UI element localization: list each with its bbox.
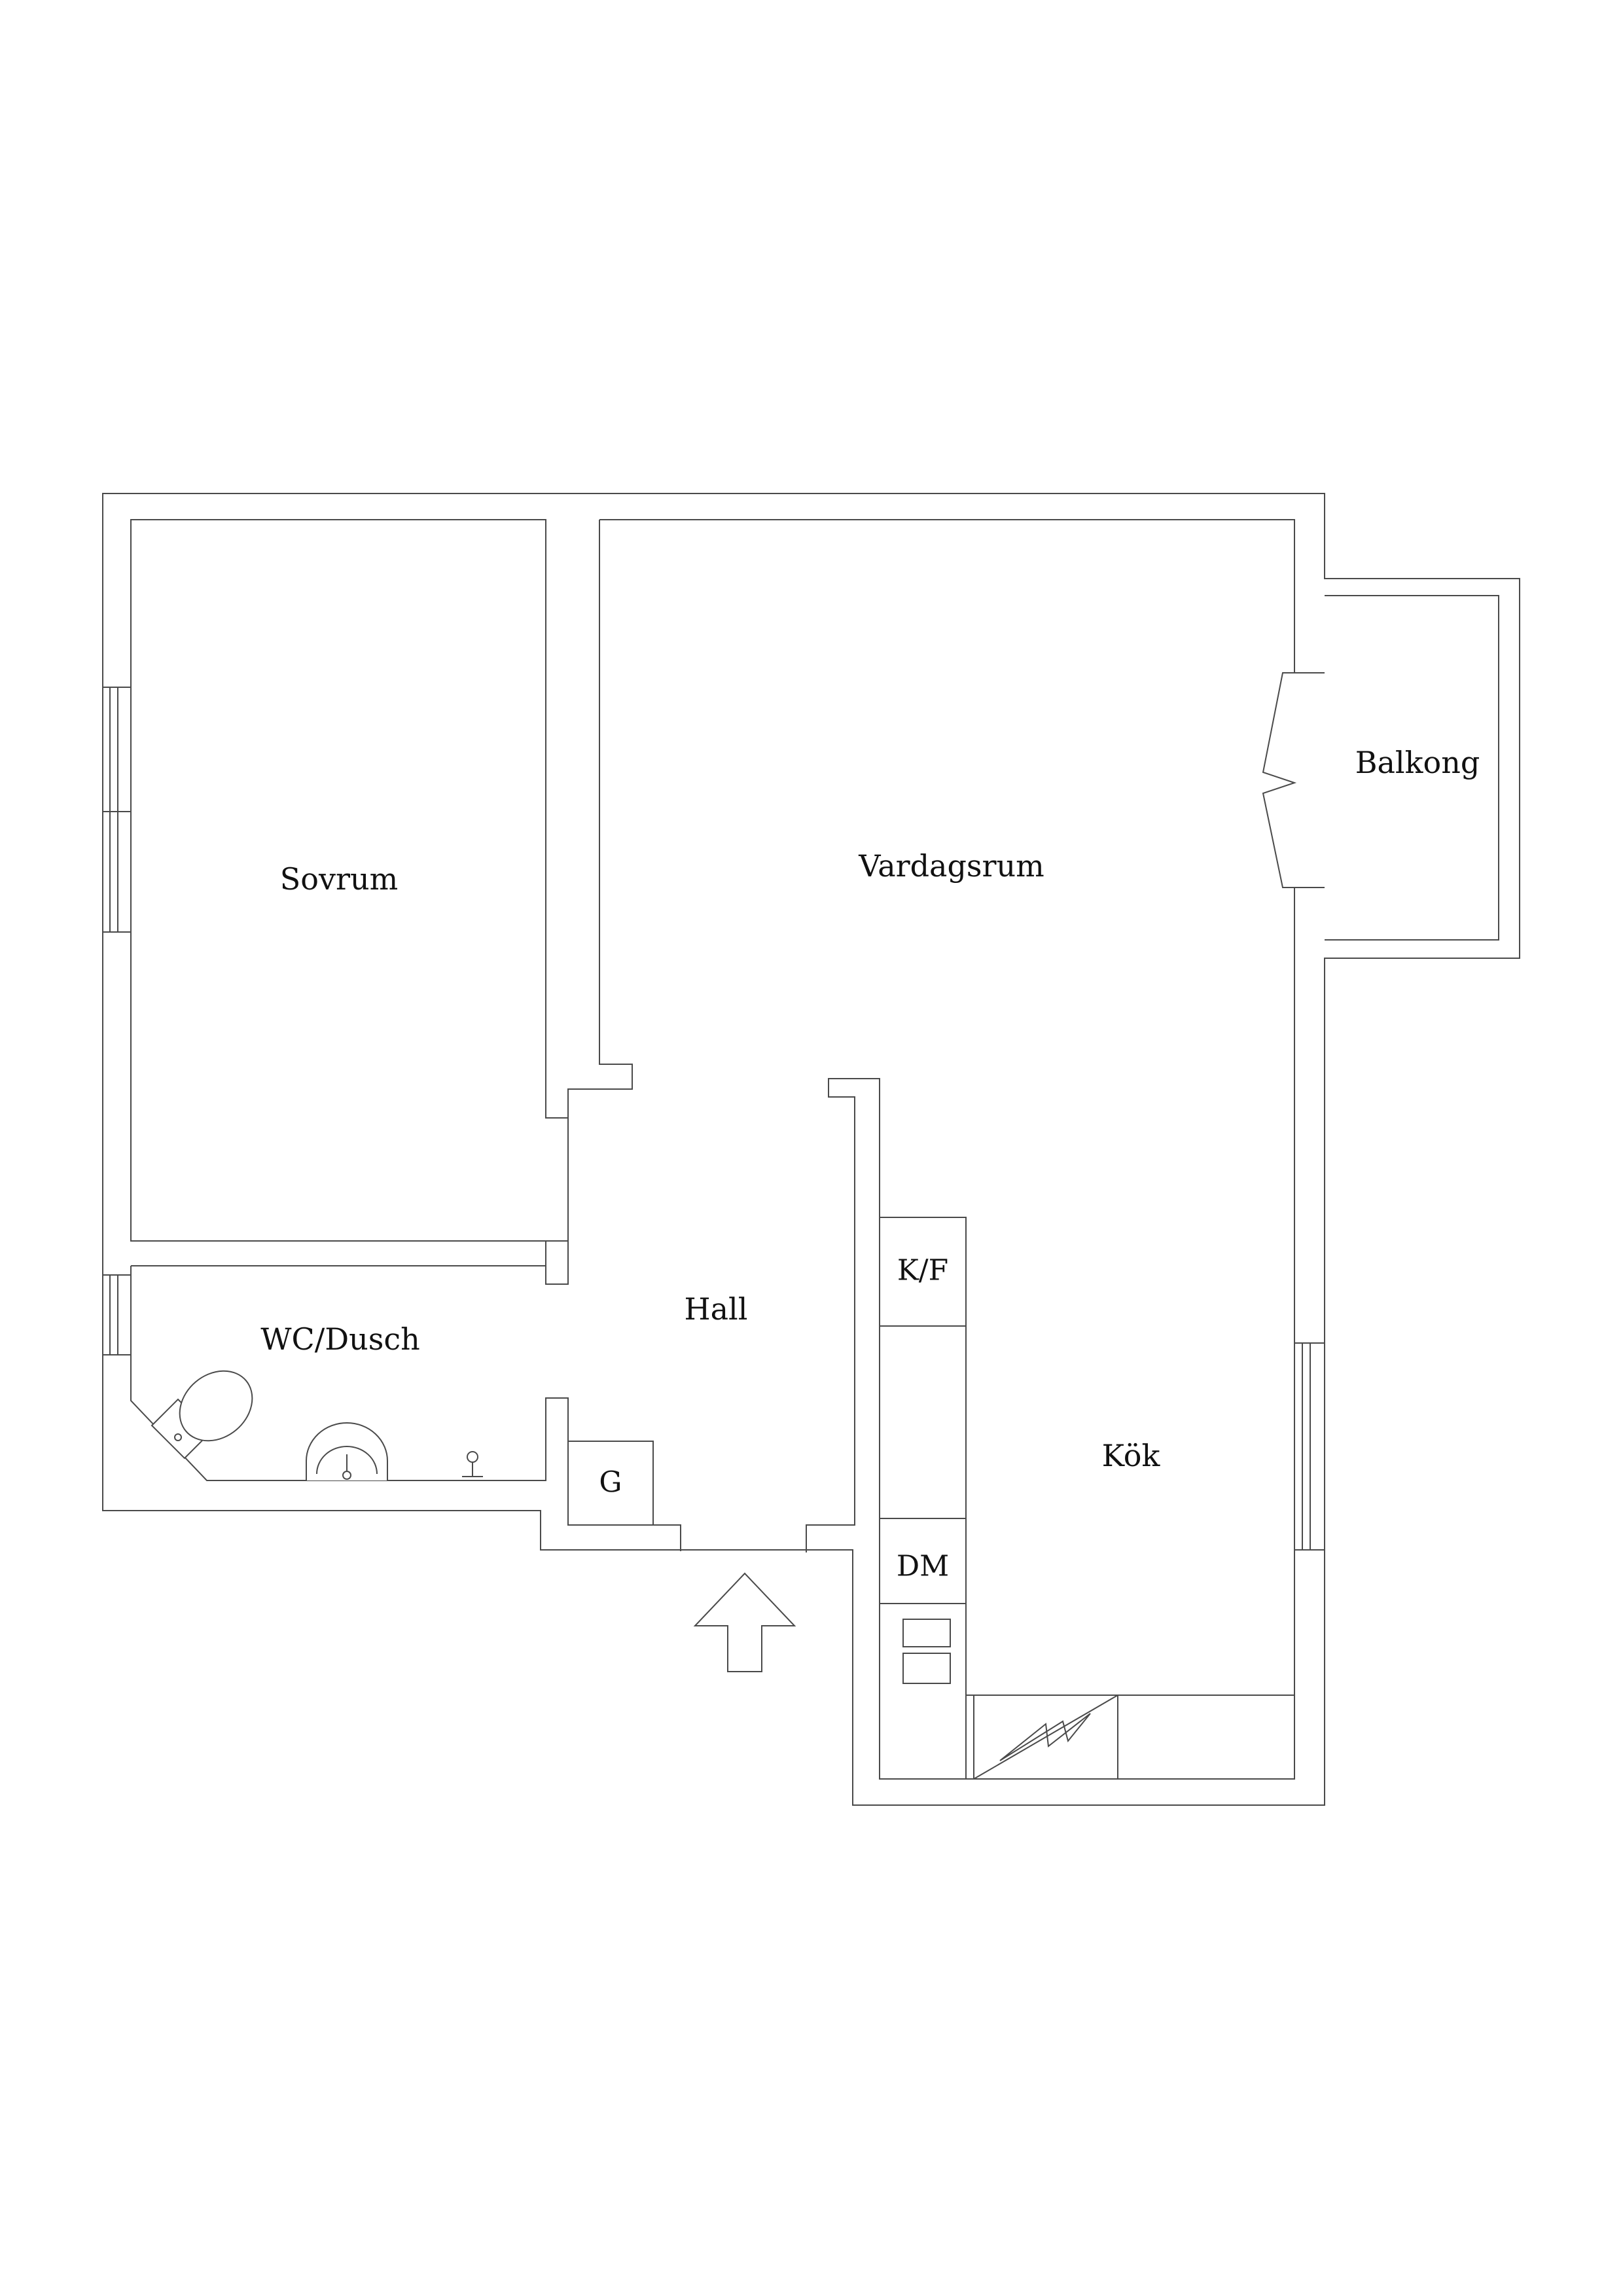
room-label-kok: Kök xyxy=(1102,1438,1161,1473)
room-label-hall: Hall xyxy=(685,1291,748,1327)
kf-unit xyxy=(879,1217,967,1327)
g-cabinet xyxy=(567,1441,654,1526)
window-sovrum xyxy=(102,687,132,933)
counter-south xyxy=(965,1695,1295,1780)
shower-icon xyxy=(462,1451,483,1481)
window-kok xyxy=(1294,1342,1325,1551)
fixture-label-dm: DM xyxy=(897,1550,949,1583)
room-label-sovrum: Sovrum xyxy=(280,861,398,897)
sink-icon xyxy=(306,1422,388,1480)
balcony-door xyxy=(1294,672,1325,888)
room-label-vardagsrum: Vardagsrum xyxy=(858,848,1044,884)
vardagsrum-west-wall xyxy=(567,520,633,1118)
entrance-arrow-icon xyxy=(693,1572,796,1672)
room-label-wc-dusch: WC/Dusch xyxy=(260,1321,419,1357)
electric-panel-icon xyxy=(973,1695,1118,1780)
dm-unit xyxy=(879,1518,967,1604)
outer-wall xyxy=(102,493,1520,1806)
toilet-icon xyxy=(151,1370,253,1460)
balcony-wall xyxy=(1325,595,1499,941)
stove-icon xyxy=(902,1619,951,1684)
fixture-label-kf: K/F xyxy=(897,1254,948,1287)
vardagsrum-kok-wall xyxy=(599,519,1297,1780)
counter-segment xyxy=(879,1325,967,1519)
fixture-label-g: G xyxy=(599,1466,622,1499)
room-label-balkong: Balkong xyxy=(1355,745,1480,780)
window-wc xyxy=(102,1274,132,1355)
